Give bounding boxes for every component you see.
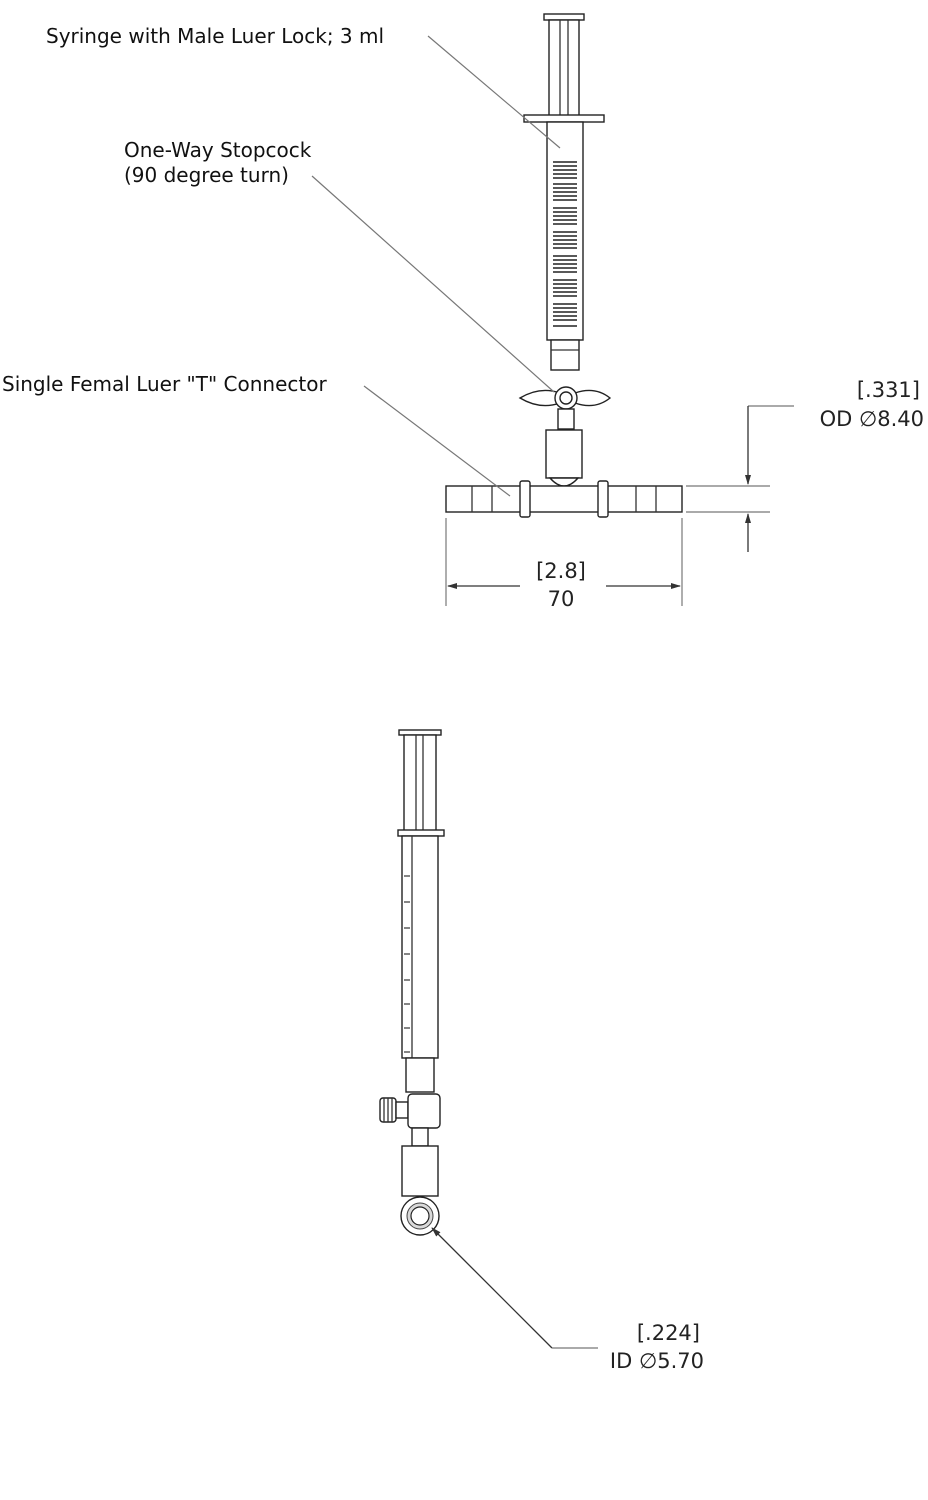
id-inch: [.224] [637,1321,700,1345]
syringe-side-ticks [404,875,410,1053]
id-mm: ID ∅5.70 [610,1349,704,1373]
label-syringe: Syringe with Male Luer Lock; 3 ml [46,24,384,48]
syringe-side [397,729,445,1093]
stopcock-side [379,1093,441,1147]
length-mm: 70 [548,587,575,611]
side-view [379,729,598,1349]
front-view [311,13,794,606]
od-inch: [.331] [857,378,920,402]
t-connector-top [445,429,683,518]
leader-lines-top [311,35,561,497]
syringe-top [523,13,605,371]
label-t-connector: Single Femal Luer "T" Connector [2,372,327,396]
length-inch: [2.8] [536,559,586,583]
syringe-graduations [553,161,577,327]
id-dimension [431,1227,598,1349]
od-mm: OD ∅8.40 [820,407,924,431]
label-stopcock-line2: (90 degree turn) [124,163,289,187]
stopcock-top [518,386,612,430]
t-connector-side [400,1145,440,1236]
length-dimension [445,518,683,606]
od-dimension [686,405,794,552]
label-stopcock-line1: One-Way Stopcock [124,138,312,162]
